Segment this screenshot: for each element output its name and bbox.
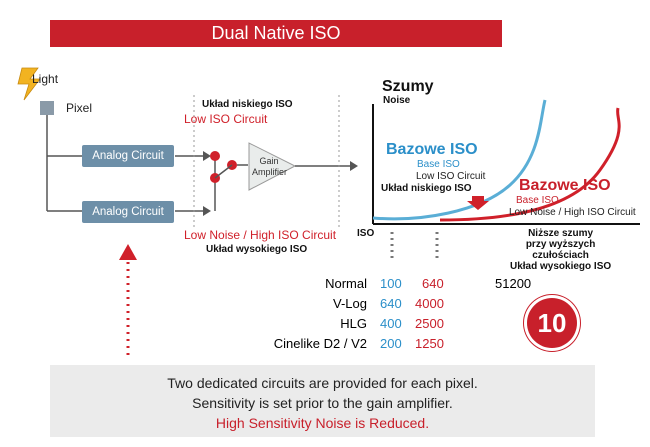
blue-noise-curve <box>372 99 547 221</box>
iso-row-low: 200 <box>380 336 402 351</box>
iso-row-low: 400 <box>380 316 402 331</box>
analog-circuit-top: Analog Circuit <box>82 145 174 167</box>
blue-low-iso-circuit: Low ISO Circuit <box>416 171 486 182</box>
chart-note-1: Niższe szumy <box>528 228 594 239</box>
info-box: Two dedicated circuits are provided for … <box>50 365 595 437</box>
red-base-iso-sub: Base ISO <box>516 195 559 206</box>
up-arrow-icon <box>119 244 137 260</box>
iso-row-mode: V-Log <box>333 296 367 311</box>
blue-uklad-label: Układ niskiego ISO <box>381 183 472 194</box>
iso-row-high: 2500 <box>415 316 444 331</box>
chart-x-label: ISO <box>357 228 375 239</box>
info-line-1: Two dedicated circuits are provided for … <box>167 375 478 391</box>
analog-circuit-bottom: Analog Circuit <box>82 201 174 223</box>
blue-base-iso-title: Bazowe ISO <box>386 141 478 158</box>
amp-label-1: Gain <box>259 156 279 166</box>
down-arrow-icon <box>467 196 489 210</box>
low-iso-label-pl: Układ niskiego ISO <box>202 99 293 110</box>
lightning-icon <box>17 67 41 101</box>
iso-row-mode: Cinelike D2 / V2 <box>273 336 367 351</box>
low-iso-label-en: Low ISO Circuit <box>184 112 268 126</box>
iso-row-high: 640 <box>422 276 444 291</box>
red-high-iso-circuit: Low Noise / High ISO Circuit <box>509 207 636 218</box>
pixel-label: Pixel <box>66 101 93 115</box>
iso-row-low: 640 <box>380 296 402 311</box>
iso-row-high: 4000 <box>415 296 444 311</box>
gain-amplifier-shape <box>248 142 297 191</box>
chart-note: Niższe szumy przy wyższych czułościach U… <box>510 228 611 272</box>
slide-number-badge: 10 <box>527 298 577 348</box>
switch-dot-top <box>210 151 220 161</box>
chart-note-2: przy wyższych <box>525 239 596 250</box>
chart-y-sub: Noise <box>383 95 411 106</box>
amp-label-2: Amplifier <box>252 167 288 177</box>
iso-row-mode: HLG <box>340 316 367 331</box>
iso-row-mode: Normal <box>325 276 367 291</box>
high-iso-label-pl: Układ wysokiego ISO <box>206 244 308 255</box>
chart-note-4: Układ wysokiego ISO <box>510 261 612 272</box>
blue-base-iso-sub: Base ISO <box>417 159 460 170</box>
red-noise-curve <box>439 107 621 222</box>
chart-y-title: Szumy <box>382 78 434 95</box>
high-iso-label-en: Low Noise / High ISO Circuit <box>184 228 337 242</box>
gain-amplifier-label: Gain Amplifier <box>252 156 288 178</box>
pixel-square <box>40 101 54 115</box>
iso-row-max: 51200 <box>495 276 532 291</box>
chart-note-3: czułościach <box>532 250 589 261</box>
iso-row-high: 1250 <box>415 336 444 351</box>
page-title: Dual Native ISO <box>50 20 502 47</box>
red-base-iso-title: Bazowe ISO <box>519 177 611 194</box>
iso-row-low: 100 <box>380 276 402 291</box>
info-line-3: High Sensitivity Noise is Reduced. <box>215 415 430 431</box>
info-line-2: Sensitivity is set prior to the gain amp… <box>192 395 453 411</box>
light-label: Light <box>32 72 59 86</box>
